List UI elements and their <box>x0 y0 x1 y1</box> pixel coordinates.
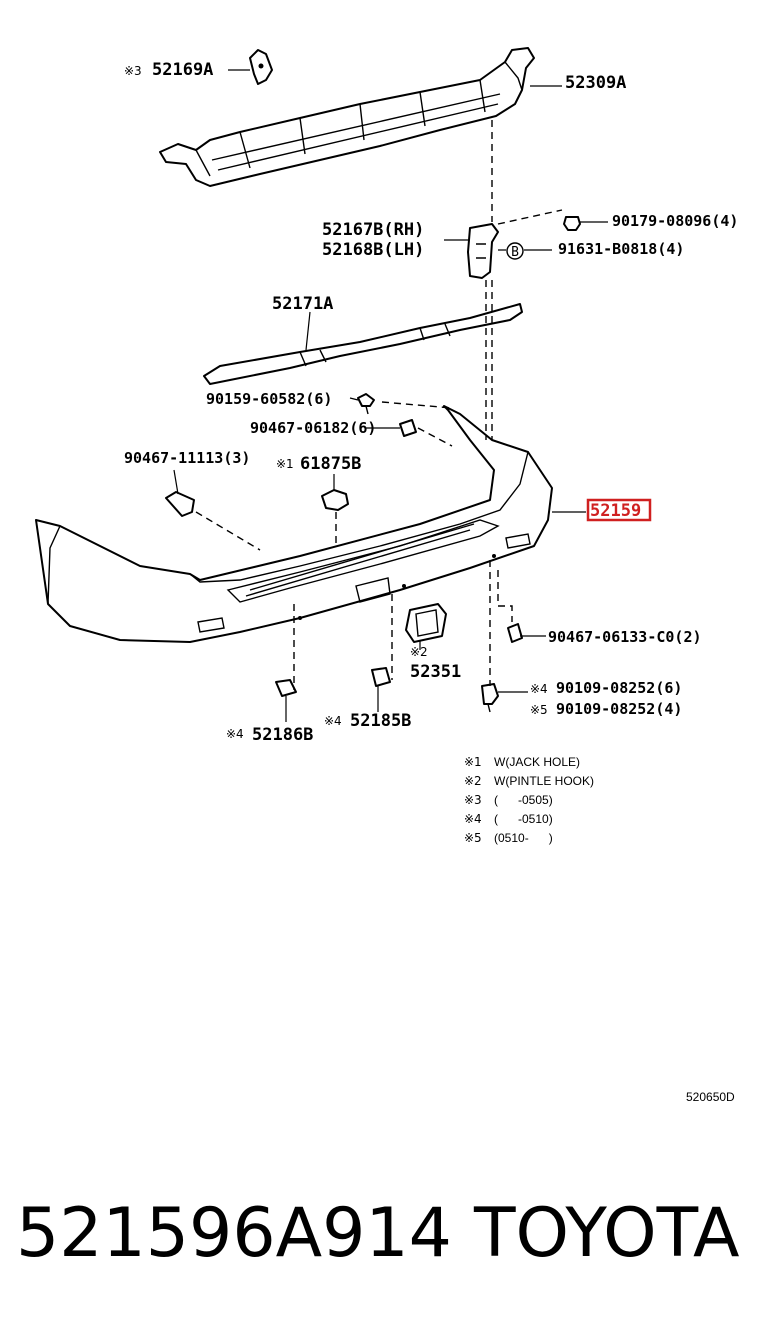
note-mark-52351: ※2 <box>410 645 428 659</box>
bracket-52185B-drawing <box>371 667 391 687</box>
bracket-52186B-drawing <box>275 679 297 697</box>
circle-b-letter: B <box>511 245 519 260</box>
note-mark-52169A: ※3 <box>124 64 142 78</box>
footnote-text: (0510- ) <box>494 831 553 845</box>
note-mark-52185B: ※4 <box>324 714 342 728</box>
label-91631: 91631-B0818(4) <box>558 240 684 258</box>
assembly-lines <box>195 120 563 690</box>
footnote-mark: ※2 <box>464 774 482 788</box>
label-52171A: 52171A <box>272 294 333 314</box>
footer-part-number: 521596A914 <box>16 1194 452 1273</box>
label-52167B: 52167B(RH) <box>322 220 424 240</box>
screw-90159-drawing <box>357 393 375 415</box>
footnote-text: ( -0505) <box>494 793 553 807</box>
label-90467-11113: 90467-11113(3) <box>124 449 250 467</box>
footnote-mark: ※1 <box>464 755 482 769</box>
label-90467-06133: 90467-06133-C0(2) <box>548 628 702 646</box>
footnote-mark: ※5 <box>464 831 482 845</box>
clip-90467-11113-drawing <box>165 491 195 517</box>
bracket-52167B-drawing <box>467 223 499 279</box>
cap-61875B-drawing <box>321 489 349 511</box>
footnotes: ※1 W(JACK HOLE) ※2 W(PINTLE HOOK) ※3 ( -… <box>464 755 594 845</box>
label-90159: 90159-60582(6) <box>206 390 332 408</box>
retainer-52171A-drawing <box>203 303 523 385</box>
clip-90467-06182-drawing <box>399 419 417 437</box>
leader-lines <box>173 69 608 722</box>
circle-b-symbol: B <box>506 242 524 260</box>
bracket-52169A-drawing <box>249 49 273 85</box>
label-90109-b: 90109-08252(4) <box>556 700 682 718</box>
footnote-text: ( -0510) <box>494 812 553 826</box>
clip-90467-06133-drawing <box>507 623 523 643</box>
nut-90179-drawing <box>563 216 581 231</box>
footnote-text: W(PINTLE HOOK) <box>494 774 594 788</box>
label-90109-a: 90109-08252(6) <box>556 679 682 697</box>
label-90179: 90179-08096(4) <box>612 212 738 230</box>
note-mark-90109-a: ※4 <box>530 682 548 696</box>
hole-cover-52351-drawing <box>405 603 447 643</box>
label-61875B: 61875B <box>300 454 361 474</box>
label-52169A: 52169A <box>152 60 213 80</box>
note-mark-90109-b: ※5 <box>530 703 548 717</box>
footnote-text: W(JACK HOLE) <box>494 755 580 769</box>
footer-brand: TOYOTA <box>473 1194 739 1273</box>
highlight-box-52159 <box>586 498 652 522</box>
label-52309A: 52309A <box>565 73 626 93</box>
label-52186B: 52186B <box>252 725 313 745</box>
label-52168B: 52168B(LH) <box>322 240 424 260</box>
footnote-mark: ※3 <box>464 793 482 807</box>
label-90467-06182: 90467-06182(6) <box>250 419 376 437</box>
note-mark-61875B: ※1 <box>276 457 294 471</box>
footnote-mark: ※4 <box>464 812 482 826</box>
reinforcement-52309A-drawing <box>159 47 535 187</box>
note-mark-52186B: ※4 <box>226 727 244 741</box>
bolt-90109-drawing <box>481 683 499 713</box>
label-52159: 52159 <box>590 501 641 521</box>
label-52185B: 52185B <box>350 711 411 731</box>
illustration-code: 520650D <box>686 1090 735 1104</box>
label-52351: 52351 <box>410 662 461 682</box>
